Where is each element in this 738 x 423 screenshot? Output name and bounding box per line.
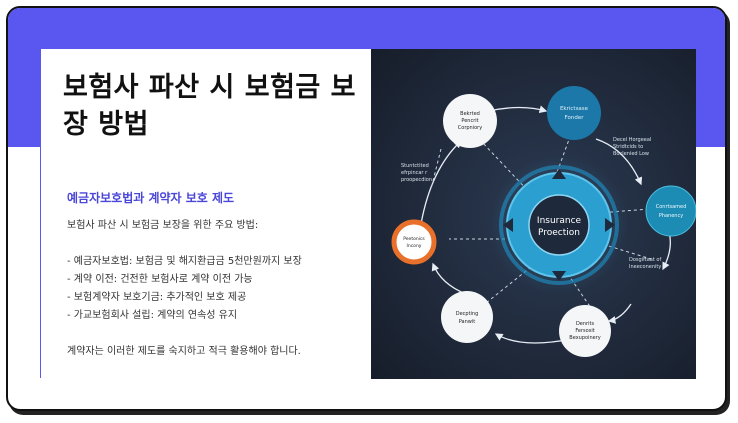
list-item: - 보험계약자 보호기금: 추가적인 보호 제공 [67,292,247,303]
list-item: - 가교보험회사 설립: 계약의 연속성 유지 [67,310,238,321]
node-label: Fonder [565,115,585,121]
node-label: Conrtsamed [656,204,687,210]
center-inner-circle [528,194,590,256]
diagram-svg: Insurance Proection Bekrted Pencrit Corp… [391,86,696,357]
node-label: Pencrit [461,118,478,124]
intro-text: 보험사 파산 시 보험금 보장을 위한 주요 방법: [67,220,259,231]
node-label: Peetonics [403,236,425,242]
node-peetonics [391,219,437,265]
center-arrows [503,169,615,281]
side-label: Decel Horgeeal [613,137,651,143]
center-label-2: Proection [538,228,580,238]
slide-frame: 보험사 파산 시 보험금 보장 방법 예금자보호법과 계약자 보호 제도 보험사… [6,6,727,411]
list-item: - 예금자보호법: 보험금 및 해지환급금 5천만원까지 보장 [67,256,302,267]
side-label: Dosgiftaat of [629,257,661,263]
slide-canvas: 보험사 파산 시 보험금 보장 방법 예금자보호법과 계약자 보호 제도 보험사… [40,48,696,379]
side-label: Stuntctited [401,163,429,169]
side-label: efrpincar r [401,170,428,176]
node-bekrted [443,94,497,148]
node-conrtsamed [645,185,696,237]
list-item: - 계약 이전: 건전한 보험사로 계약 이전 가능 [67,274,253,285]
node-label: Phanency [659,213,683,219]
protection-diagram: Insurance Proection Bekrted Pencrit Corp… [371,49,696,379]
node-ekrictsase [547,86,601,140]
center-label-1: Insurance [537,216,582,226]
node-label: Ekrictsase [560,106,589,112]
node-label: Incony [407,243,422,249]
node-label: Denrits [576,321,595,327]
node-decpting [441,291,493,343]
text-panel: 예금자보호법과 계약자 보호 제도 보험사 파산 시 보험금 보장을 위한 주요… [41,151,371,379]
node-label: Panwit [459,319,476,325]
node-label: Fersosit [575,328,594,334]
node-label: Corpniory [458,125,482,131]
node-denrits [559,305,611,357]
side-label: proopecdion [401,177,432,183]
side-label: Ineeconenity [629,264,661,270]
node-label: Bekrted [460,111,480,117]
node-label: Decpting [456,311,479,317]
node-label: Bexupoinery [569,335,600,341]
slide-subtitle: 예금자보호법과 계약자 보호 제도 [67,191,235,205]
closing-text: 계약자는 이러한 제도를 숙지하고 적극 활용해야 합니다. [67,346,301,357]
side-label: Boxlenied Low [613,151,649,157]
side-label: Stridtcids to [613,144,643,150]
body-text: 보험사 파산 시 보험금 보장을 위한 주요 방법: - 예금자보호법: 보험금… [67,217,367,361]
slide-title: 보험사 파산 시 보험금 보장 방법 [63,72,356,140]
